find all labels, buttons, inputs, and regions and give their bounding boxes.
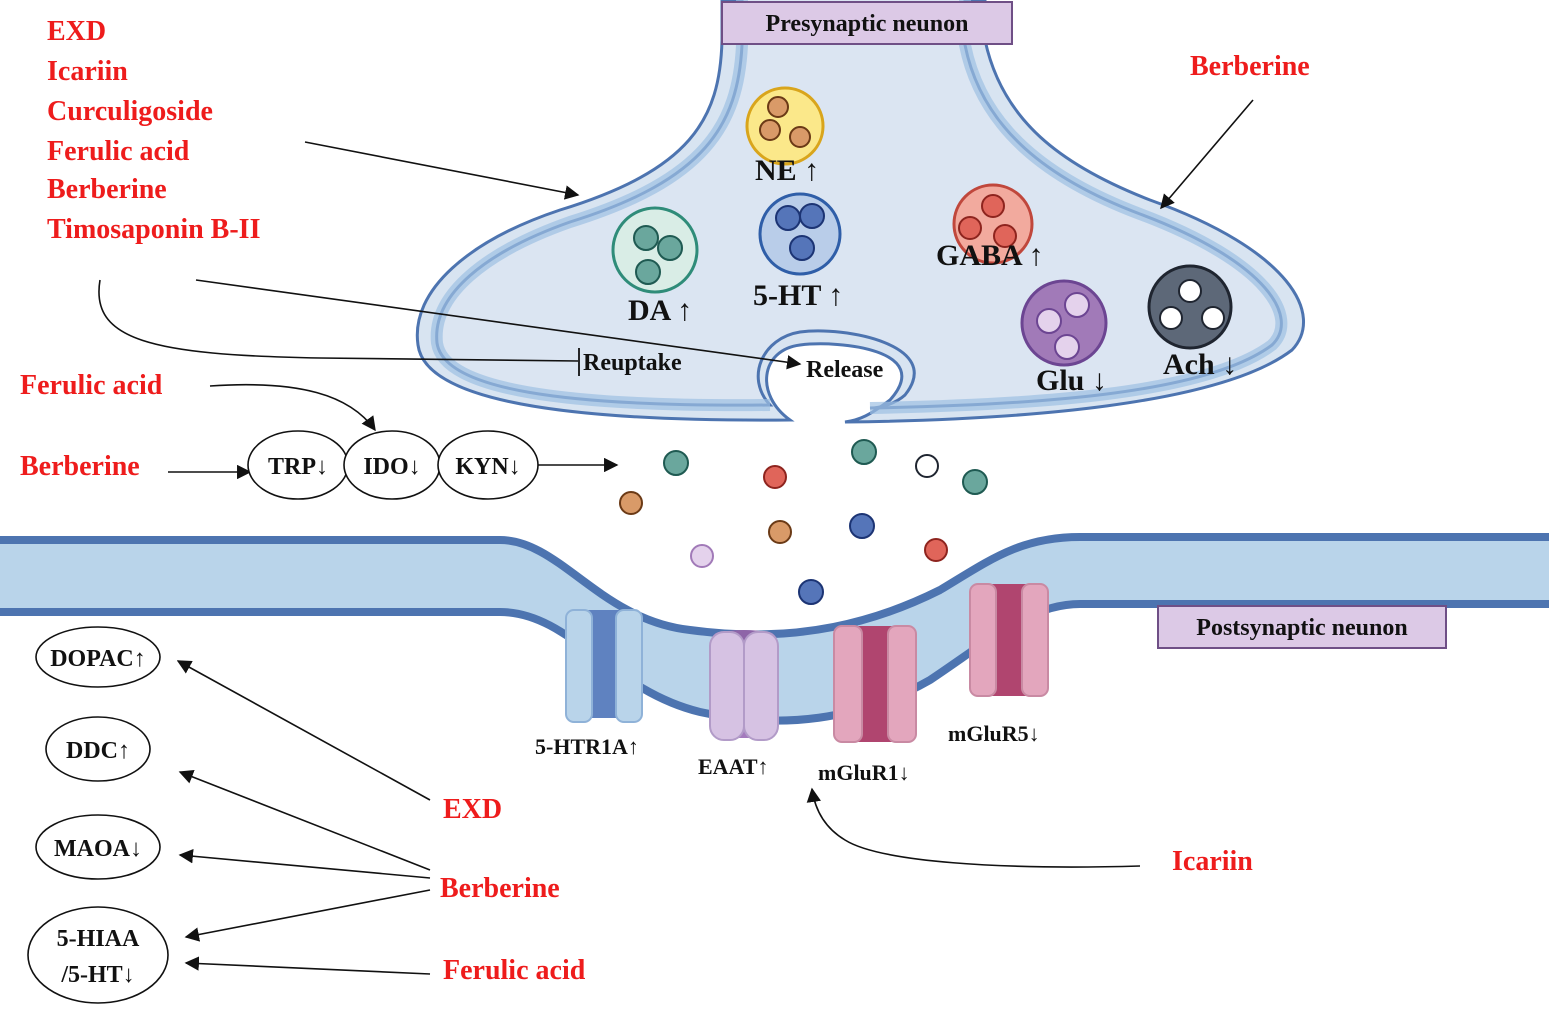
- arrow-berberine-top: [1160, 99, 1254, 210]
- presynaptic-label: Presynaptic neunon: [766, 11, 969, 37]
- node-dopac-label: DOPAC↑: [50, 646, 146, 672]
- node-ido-label: IDO↓: [363, 454, 420, 480]
- receptor-5-htr1a: [565, 609, 643, 723]
- left-compound-curculigoside: Curculigoside: [47, 96, 213, 127]
- node-ddc-label: DDC↑: [66, 738, 130, 764]
- arrow-ferulic-to-5-hiaa: [184, 956, 431, 975]
- inhibit-to-reuptake: [98, 279, 579, 362]
- node-maoa-label: MAOA↓: [54, 836, 142, 862]
- vesicle-label-ach: Ach ↓: [1163, 348, 1237, 381]
- vesicle-label-5-ht: 5-HT ↑: [753, 279, 843, 312]
- node-5-ht-ratio-label: /5-HT↓: [60, 962, 134, 988]
- postsynaptic-label-box: Postsynaptic neunon: [1157, 605, 1447, 649]
- vesicle-ne: NE ↑: [745, 86, 825, 187]
- arrow-berberine-to-5-hiaa: [184, 889, 431, 942]
- vesicle-label-gaba: GABA ↑: [936, 239, 1044, 272]
- left-compound-icariin: Icariin: [47, 56, 128, 87]
- arrow-berberine-to-maoa: [178, 849, 431, 879]
- node-dopac: [35, 626, 161, 688]
- left-compound-list: EXD Icariin Curculigoside Ferulic acid B…: [47, 16, 260, 245]
- left-compound-timosaponin: Timosaponin B-II: [47, 214, 260, 245]
- vesicle-ach: Ach ↓: [1147, 264, 1237, 381]
- left-compound-berberine: Berberine: [47, 174, 167, 205]
- arrow-compounds-to-presynaptic: [304, 141, 580, 200]
- vesicle-gaba: GABA ↑: [936, 183, 1044, 272]
- node-trp-label: TRP↓: [268, 454, 328, 480]
- node-maoa: [35, 814, 161, 880]
- receptor-eaat: [709, 630, 779, 741]
- icariin-bottom-label: Icariin: [1172, 846, 1253, 877]
- node-5-hiaa-label: 5-HIAA: [57, 926, 140, 952]
- released-neurotransmitters: [619, 439, 988, 605]
- left-compound-exd: EXD: [47, 16, 106, 47]
- vesicle-label-da: DA ↑: [628, 294, 692, 327]
- node-5-hiaa: [27, 906, 169, 1004]
- arrow-to-release: [195, 279, 802, 370]
- metabolite-list: DOPAC↑ DDC↑ MAOA↓ 5-HIAA /5-HT↓: [27, 626, 169, 1004]
- reuptake-label: Reuptake: [583, 350, 682, 376]
- presynaptic-label-box: Presynaptic neunon: [721, 1, 1013, 45]
- release-label: Release: [806, 357, 884, 383]
- receptor-label-mglur1: mGluR1↓: [818, 760, 910, 785]
- vesicle-label-glu: Glu ↓: [1036, 364, 1107, 397]
- bottom-compound-berberine: Berberine: [440, 873, 560, 904]
- vesicle-label-ne: NE ↑: [755, 154, 819, 187]
- arrow-exd-to-dopac: [176, 660, 431, 801]
- postsynaptic-label: Postsynaptic neunon: [1196, 615, 1407, 641]
- postsynaptic-membrane-body: [0, 537, 1549, 721]
- kynurenine-pathway: Ferulic acid Berberine TRP↓ IDO↓ KYN↓: [20, 370, 619, 500]
- node-kyn-label: KYN↓: [455, 454, 520, 480]
- bottom-compound-exd: EXD: [443, 794, 502, 825]
- receptor-label-mglur5: mGluR5↓: [948, 721, 1040, 746]
- left-compound-ferulic-acid: Ferulic acid: [47, 136, 190, 167]
- receptor-label-5-htr1a: 5-HTR1A↑: [535, 734, 639, 759]
- arrow-berberine-to-ddc: [178, 770, 431, 871]
- kyn-ferulic-label: Ferulic acid: [20, 370, 163, 401]
- arrow-ferulic-to-ido: [209, 383, 376, 432]
- node-ddc: [45, 716, 151, 782]
- kyn-berberine-label: Berberine: [20, 451, 140, 482]
- vesicle-5-ht: 5-HT ↑: [753, 192, 843, 312]
- receptor-label-eaat: EAAT↑: [698, 754, 769, 779]
- bottom-compound-ferulic-acid: Ferulic acid: [443, 955, 586, 986]
- vesicle-da: DA ↑: [611, 206, 699, 327]
- receptor-mglur1: [833, 625, 917, 743]
- vesicle-glu: Glu ↓: [1020, 279, 1108, 397]
- receptor-mglur5: [969, 583, 1049, 697]
- berberine-top-label: Berberine: [1190, 51, 1310, 82]
- arrow-icariin-to-receptors: [806, 787, 1141, 868]
